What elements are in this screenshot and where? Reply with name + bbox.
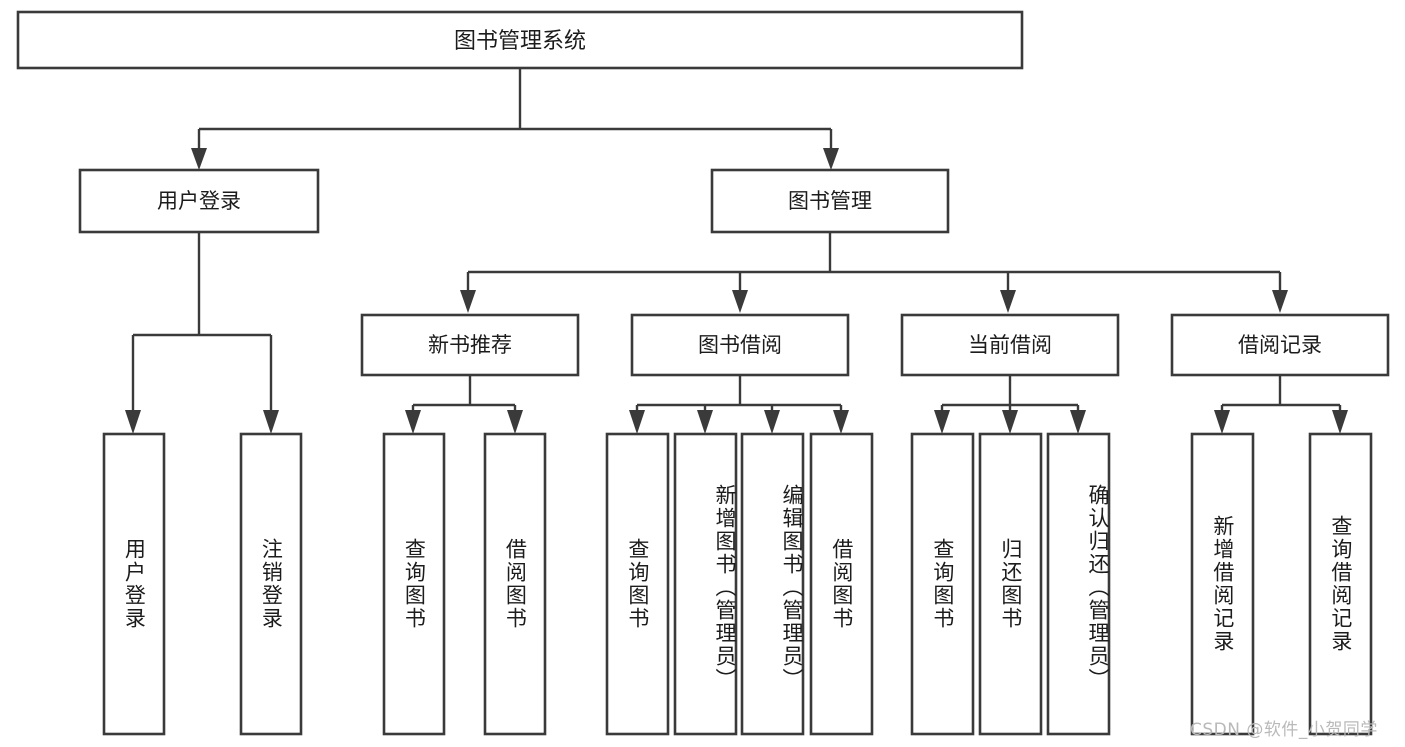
arrow-to-leaf-edit-book xyxy=(764,410,780,434)
leaf-box-query-book-3[interactable] xyxy=(910,432,975,736)
arrow-to-leaf-borrow-book-1 xyxy=(507,410,523,434)
leaf-box-add-record[interactable] xyxy=(1190,432,1255,736)
arrow-to-leaf-query-record xyxy=(1332,410,1348,434)
leaf-box-borrow-book-1[interactable] xyxy=(483,432,547,736)
arrow-to-leaf-add-book xyxy=(697,410,713,434)
arrow-to-leaf-add-record xyxy=(1214,410,1230,434)
book-borrow-label: 图书借阅 xyxy=(698,333,782,357)
connector-user-login-to-leaves xyxy=(125,232,279,434)
user-login-label: 用户登录 xyxy=(157,189,241,213)
leaf-box-query-record[interactable] xyxy=(1308,432,1373,736)
arrow-to-leaf-query-book-2 xyxy=(629,410,645,434)
arrow-to-new-book-recommend xyxy=(460,290,476,313)
node-book-management[interactable]: 图书管理 xyxy=(710,168,950,234)
connector-current-borrow-to-leaves xyxy=(934,375,1086,434)
leaf-box-query-book-1[interactable] xyxy=(382,432,446,736)
arrow-to-user-login xyxy=(191,148,207,170)
node-root[interactable]: 图书管理系统 xyxy=(16,10,1024,70)
arrow-to-leaf-borrow-book-2 xyxy=(833,410,849,434)
current-borrow-box xyxy=(900,313,1120,377)
node-new-book-recommend[interactable]: 新书推荐 xyxy=(360,313,580,377)
node-book-borrow[interactable]: 图书借阅 xyxy=(630,313,850,377)
connector-new-book-recommend-to-leaves xyxy=(405,375,523,434)
node-current-borrow[interactable]: 当前借阅 xyxy=(900,313,1120,377)
arrow-to-leaf-query-book-3 xyxy=(934,410,950,434)
root-box xyxy=(16,10,1024,70)
arrow-to-current-borrow xyxy=(1000,290,1016,313)
arrow-to-borrow-record xyxy=(1272,290,1288,313)
arrow-to-book-borrow xyxy=(732,290,748,313)
arrow-to-leaf-user-logout xyxy=(263,410,279,434)
leaf-box-confirm-return[interactable] xyxy=(1046,432,1111,736)
leaf-box-return-book[interactable] xyxy=(978,432,1043,736)
csdn-watermark: CSDN @软件_小贺同学 xyxy=(1190,720,1378,740)
borrow-record-label: 借阅记录 xyxy=(1238,333,1322,357)
node-user-login[interactable]: 用户登录 xyxy=(78,168,320,234)
leaf-box-add-book[interactable] xyxy=(673,432,738,736)
node-borrow-record[interactable]: 借阅记录 xyxy=(1170,313,1390,377)
book-management-label: 图书管理 xyxy=(788,189,872,213)
connector-book-management-to-level3 xyxy=(460,232,1288,313)
leaf-box-edit-book[interactable] xyxy=(740,432,805,736)
current-borrow-label: 当前借阅 xyxy=(968,333,1052,357)
user-login-box xyxy=(78,168,320,234)
new-book-recommend-label: 新书推荐 xyxy=(428,333,512,357)
arrow-to-leaf-confirm-return xyxy=(1070,410,1086,434)
leaf-box-user-login[interactable] xyxy=(102,432,166,736)
arrow-to-book-management xyxy=(823,148,839,170)
connector-root-to-level2 xyxy=(191,68,839,170)
arrow-to-leaf-query-book-1 xyxy=(405,410,421,434)
arrow-to-leaf-return-book xyxy=(1002,410,1018,434)
new-book-recommend-box xyxy=(360,313,580,377)
leaf-box-query-book-2[interactable] xyxy=(605,432,670,736)
root-label: 图书管理系统 xyxy=(454,29,586,54)
connector-borrow-record-to-leaves xyxy=(1214,375,1348,434)
leaf-box-borrow-book-2[interactable] xyxy=(809,432,874,736)
connector-book-borrow-to-leaves xyxy=(629,375,849,434)
leaf-box-user-logout[interactable] xyxy=(239,432,303,736)
arrow-to-leaf-user-login xyxy=(125,410,141,434)
